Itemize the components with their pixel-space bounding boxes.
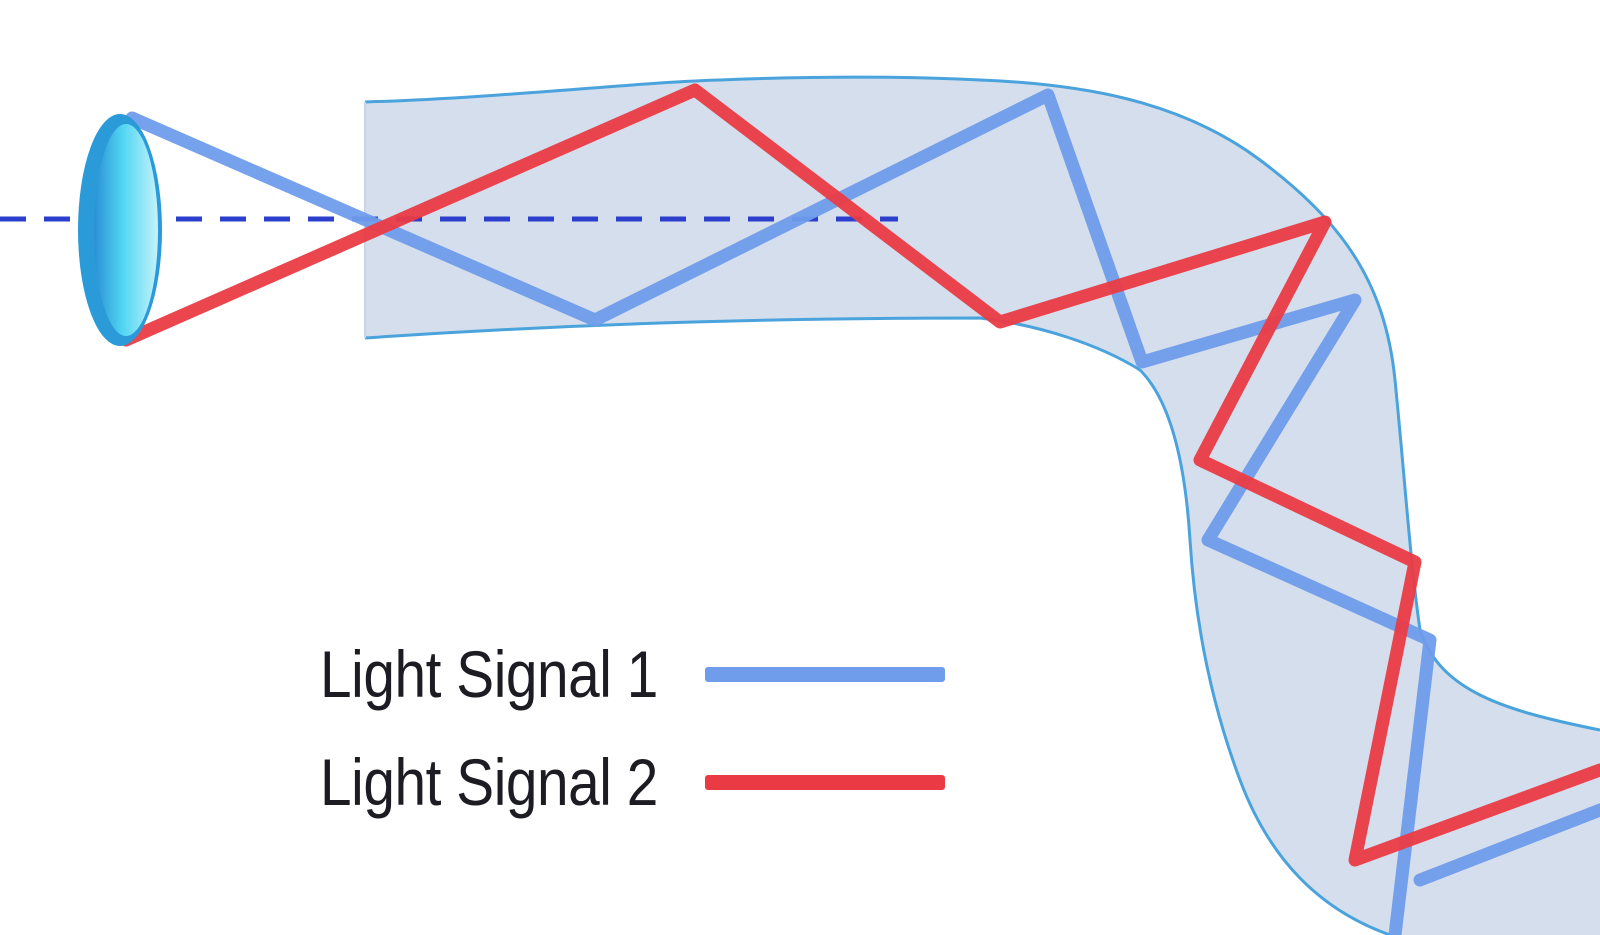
legend: Light Signal 1 Light Signal 2: [320, 620, 945, 836]
legend-item-signal-1: Light Signal 1: [320, 620, 945, 728]
legend-item-signal-2: Light Signal 2: [320, 728, 945, 836]
legend-label-signal-1: Light Signal 1: [320, 637, 658, 711]
fiber-bottom-edge: [364, 316, 1391, 935]
light-signal-1-tail: [1413, 803, 1600, 887]
light-signal-1-path: [125, 88, 1437, 935]
legend-swatch-signal-1: [705, 666, 945, 682]
fiber-top-edge: [364, 75, 1600, 732]
light-signal-2-path: [119, 83, 1600, 867]
legend-label-signal-2: Light Signal 2: [320, 745, 658, 819]
lens-face: [94, 124, 158, 336]
legend-swatch-signal-2: [705, 774, 945, 790]
